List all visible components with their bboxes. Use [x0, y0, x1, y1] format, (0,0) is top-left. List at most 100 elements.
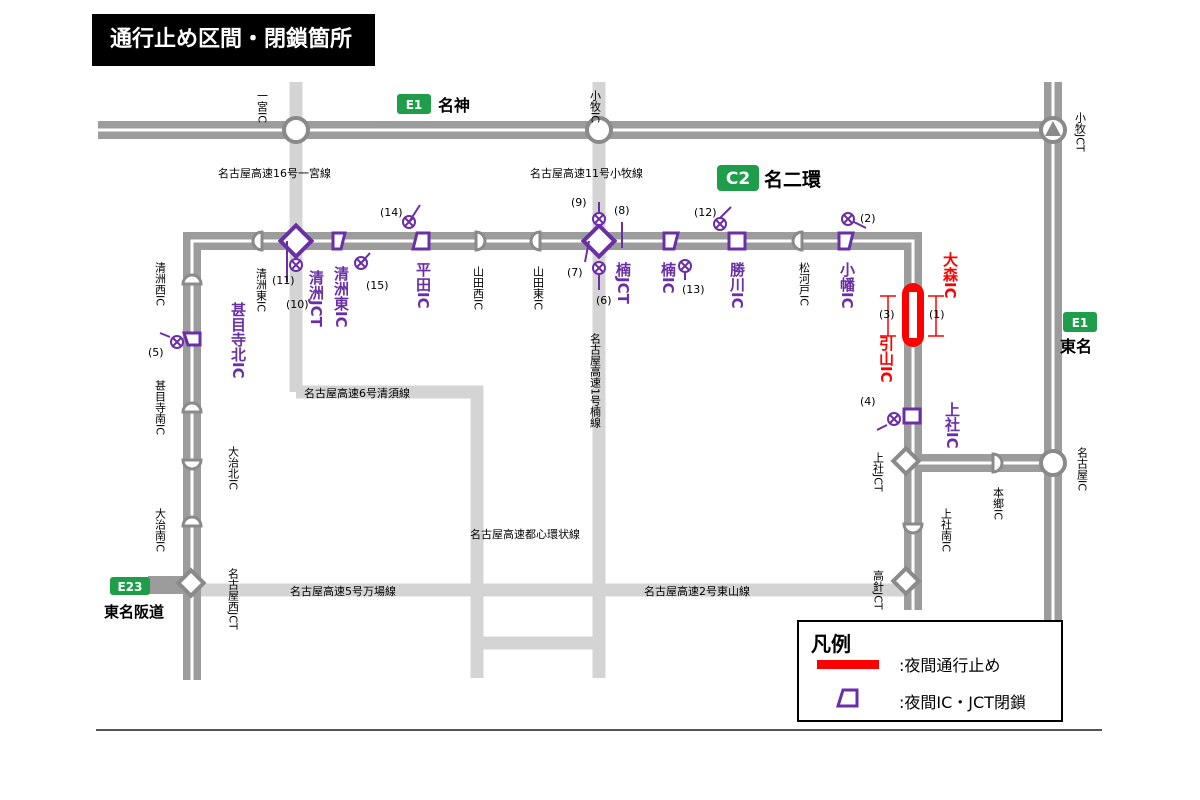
kamiyashiro-jct-label: 上社JCT — [872, 452, 885, 492]
legend: 凡例 :夜間通行止め :夜間IC・JCT閉鎖 — [797, 620, 1063, 722]
marker-3: (3) — [879, 308, 895, 321]
kiyosu-higashi-closed-icon — [331, 231, 347, 251]
kachigawa-closed-icon — [727, 231, 747, 251]
e1-tomei-name: 東名 — [1060, 337, 1092, 356]
yamada-higashi-label: 山田東IC — [532, 266, 545, 311]
toshin-label: 名古屋高速都心環状線 — [470, 527, 580, 541]
bottom-divider — [96, 729, 1102, 731]
marker-15: (15) — [366, 279, 389, 292]
route1-label: 名古屋高速1号楠線 — [589, 332, 602, 428]
kusu-ic-label: 楠IC — [659, 261, 677, 293]
kiyosu-jct-diamond — [277, 222, 315, 260]
closed-ic-markers — [181, 231, 922, 425]
marker-4: (4) — [860, 395, 876, 408]
kiyosu-jct-label: 清洲JCT — [307, 269, 325, 327]
marker-6: (6) — [596, 294, 612, 307]
route6-line — [296, 385, 484, 678]
closure-arrows — [159, 202, 899, 431]
e1-meishin-badge — [397, 94, 431, 114]
oharu-minami-label: 大治南IC — [154, 507, 167, 553]
legend-title: 凡例 — [811, 632, 851, 656]
komaki-jct-label: 小牧JCT — [1074, 112, 1087, 152]
route16-label: 名古屋高速16号一宮線 — [218, 166, 331, 180]
kamiyashiro-jct-diamond — [890, 445, 922, 477]
kobata-closed-icon — [837, 231, 855, 251]
takabari-jct-diamond — [890, 565, 922, 597]
kamiyashiro-ic-closed-icon — [902, 407, 922, 425]
marker-numbers: (1) (2) (3) (4) (5) (6) (7) (8) (9) (10)… — [148, 196, 945, 408]
kobata-label: 小幡IC — [838, 262, 856, 309]
ichinomiya-ic-circle — [282, 116, 310, 144]
omori-label: 大森IC — [941, 251, 959, 298]
kamiyashiro-minami-label: 上社南IC — [940, 508, 953, 553]
route6-label: 名古屋高速6号清須線 — [304, 386, 410, 400]
kiyosu-higashi-small-label: 清洲東IC — [255, 268, 268, 313]
kachigawa-label: 勝川IC — [728, 261, 746, 308]
marker-7: (7) — [567, 266, 583, 279]
kiyosu-higashi-label: 清洲東IC — [332, 265, 350, 327]
marker-2: (2) — [860, 212, 876, 225]
marker-10: (10) — [286, 298, 309, 311]
legend-closure-text: :夜間通行止め — [899, 656, 1001, 675]
nagoya-nishi-jct-label: 名古屋西JCT — [227, 567, 240, 630]
takabari-jct-label: 高針JCT — [872, 569, 885, 610]
jimokuji-minami-label: 甚目寺南IC — [154, 380, 167, 436]
hikiyama-label: 引山IC — [877, 336, 895, 383]
komaki-jct-triangle-icon — [1045, 121, 1061, 136]
closed-ic-labels: 清洲JCT 清洲東IC 平田IC 楠JCT 楠IC 勝川IC 小幡IC 甚目寺北… — [229, 261, 961, 448]
map-title: 通行止め区間・閉鎖箇所 — [92, 14, 375, 66]
route2-label: 名古屋高速2号東山線 — [644, 584, 750, 598]
jimokuji-kita-closed-icon — [181, 331, 202, 347]
line-labels: 名古屋高速16号一宮線 名古屋高速11号小牧線 名古屋高速6号清須線 名古屋高速… — [218, 166, 750, 598]
nagoya-nishi-jct-diamond — [175, 567, 207, 599]
komaki-ic-circle — [585, 116, 613, 144]
komaki-ic-label: 小牧IC — [589, 90, 602, 124]
e23-badge — [110, 577, 150, 595]
c2-badge — [717, 165, 759, 191]
c2-code: C2 — [726, 169, 750, 189]
marker-14: (14) — [380, 206, 403, 219]
e23-name: 東名阪道 — [104, 603, 164, 621]
oharu-kita-label: 大治北IC — [227, 445, 240, 491]
legend-closed-ic-icon — [835, 688, 859, 708]
marker-1: (1) — [929, 308, 945, 321]
ichinomiya-label: 一宮IC — [256, 90, 269, 123]
ic-markers — [181, 230, 1004, 535]
marker-12: (12) — [694, 206, 717, 219]
ic-labels: 一宮IC 小牧IC 小牧JCT 清洲西IC 清洲東IC 山田西IC 山田東IC … — [154, 90, 1089, 630]
kiyosu-nishi-label: 清洲西IC — [154, 262, 167, 307]
marker-5: (5) — [148, 346, 164, 359]
e1-meishin-name: 名神 — [438, 96, 470, 115]
route5-label: 名古屋高速5号万場線 — [290, 584, 396, 598]
e1-tomei-badge — [1063, 312, 1097, 332]
kamiyashiro-ic-label: 上社IC — [943, 402, 961, 449]
marker-9: (9) — [571, 196, 587, 209]
route-badges: E1 名神 C2 名二環 E1 東名 E23 東名阪道 — [104, 94, 1097, 621]
kusu-jct-label: 楠JCT — [614, 261, 632, 304]
route11-label: 名古屋高速11号小牧線 — [530, 166, 643, 180]
marker-13: (13) — [682, 283, 705, 296]
hirata-label: 平田IC — [414, 262, 432, 309]
closed-jcts — [277, 222, 618, 260]
marker-11: (11) — [272, 274, 295, 287]
marker-8: (8) — [614, 204, 630, 217]
closure-ic-labels: 大森IC 引山IC — [877, 251, 959, 382]
jimokuji-kita-label: 甚目寺北IC — [229, 301, 247, 378]
c2-name: 名二環 — [764, 168, 822, 191]
legend-closure-line — [817, 660, 879, 669]
nagoya-ic-label: 名古屋IC — [1076, 446, 1089, 492]
e1-meishin-code: E1 — [406, 98, 423, 112]
junctions — [175, 116, 1067, 599]
hongo-label: 本郷IC — [992, 486, 1005, 521]
yamada-nishi-label: 山田西IC — [472, 266, 485, 311]
legend-closed-ic-text: :夜間IC・JCT閉鎖 — [899, 693, 1026, 712]
closure-section — [880, 283, 944, 347]
e1-tomei-code: E1 — [1072, 316, 1089, 330]
e23-code: E23 — [118, 580, 143, 594]
kusu-ic-closed-icon — [662, 231, 680, 251]
hirata-closed-icon — [411, 231, 431, 251]
kusu-jct-diamond — [580, 222, 618, 260]
matsukawado-label: 松河戸IC — [798, 261, 811, 307]
nagoya-ic-circle — [1039, 449, 1067, 477]
